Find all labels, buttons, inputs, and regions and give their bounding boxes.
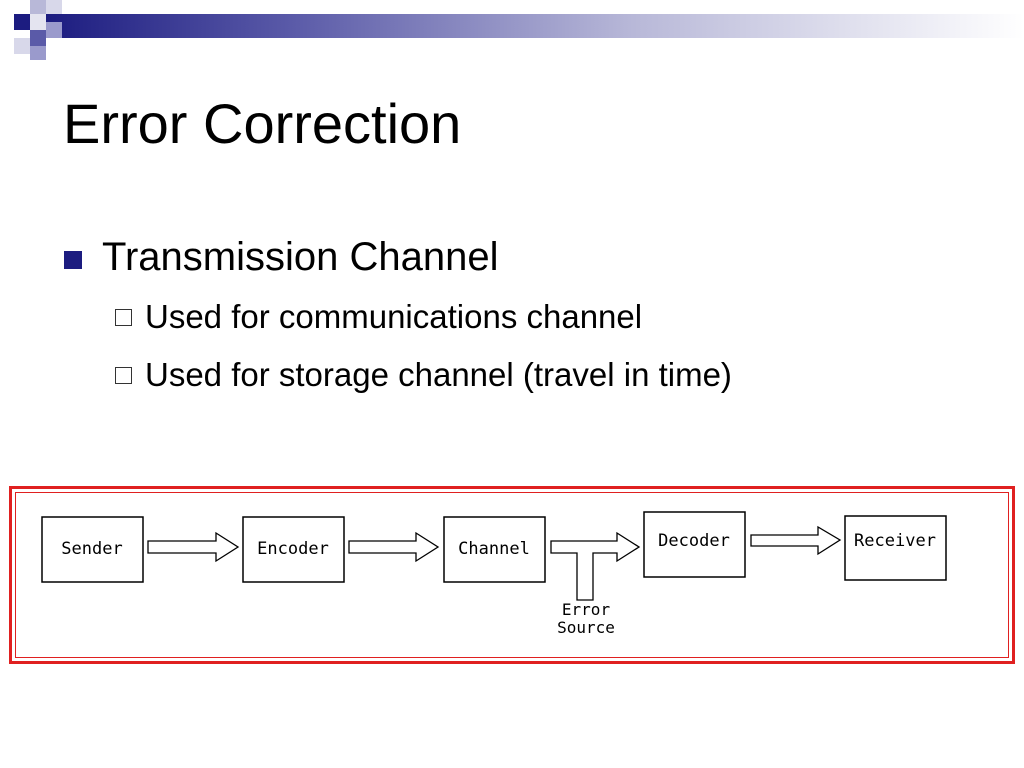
header-square — [14, 14, 30, 30]
header-square — [46, 22, 62, 38]
header-square — [30, 46, 46, 60]
diagram-frame — [9, 486, 1015, 664]
arrow-right-icon — [348, 531, 440, 563]
error-source-label: Source — [557, 618, 615, 637]
channel-label: Channel — [458, 539, 530, 559]
receiver-label: Receiver — [854, 531, 936, 551]
bullet-text: Transmission Channel — [102, 235, 499, 279]
header-square — [46, 0, 62, 14]
header-square — [30, 0, 46, 14]
error-injection-arrow-icon — [550, 531, 641, 601]
hollow-square-bullet-icon — [115, 367, 132, 384]
arrow-right-icon — [750, 525, 842, 556]
header-square — [30, 30, 46, 46]
header-square — [14, 38, 30, 54]
sender-block — [41, 516, 144, 583]
hollow-square-bullet-icon — [115, 309, 132, 326]
decoder-block — [643, 511, 746, 578]
sender-label: Sender — [61, 539, 122, 559]
header-square — [30, 14, 46, 30]
decoder-label: Decoder — [658, 531, 730, 551]
channel-block — [443, 516, 546, 583]
header-gradient-bar — [46, 14, 1024, 38]
square-bullet-icon — [64, 251, 82, 269]
sub-bullet-text: Used for communications channel — [145, 298, 643, 335]
encoder-label: Encoder — [257, 539, 329, 559]
encoder-block — [242, 516, 345, 583]
slide-title: Error Correction — [63, 92, 462, 155]
arrow-right-icon — [147, 531, 240, 563]
sub-bullet-text: Used for storage channel (travel in time… — [145, 356, 732, 393]
diagram-inner-border — [15, 492, 1009, 658]
error-source-label: Error — [562, 600, 611, 619]
header-decoration — [0, 0, 1024, 60]
receiver-block — [844, 515, 947, 581]
